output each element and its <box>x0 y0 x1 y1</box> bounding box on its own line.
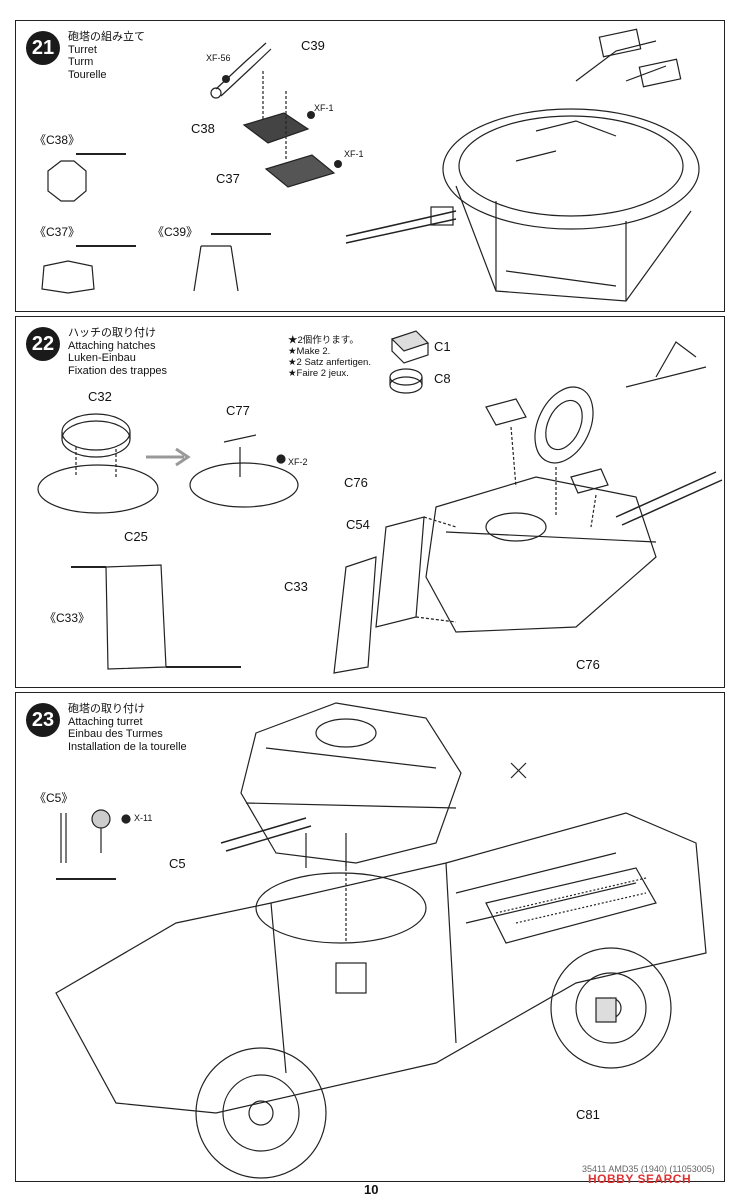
step-21-panel: 21 砲塔の組み立て Turret Turm Tourelle <box>15 20 725 312</box>
step-21-title-fr: Tourelle <box>68 68 107 81</box>
ref-c37: 《C37》 <box>34 225 81 239</box>
step-22-title-de: Luken-Einbau <box>68 352 136 364</box>
step-21-title-de: Turm <box>68 56 94 68</box>
hobby-search-watermark: HOBBY SEARCH <box>588 1172 692 1186</box>
step-21-number: 21 <box>26 31 60 65</box>
step-23-titles: 砲塔の取り付け Attaching turret Einbau des Turm… <box>68 703 187 753</box>
step-22-number: 22 <box>26 327 60 361</box>
label-c25: C25 <box>124 529 148 544</box>
step-22-panel: 22 ハッチの取り付け Attaching hatches Luken-Einb… <box>15 316 725 688</box>
label-c77: C77 <box>226 403 250 418</box>
step-23-title-en: Attaching turret <box>68 715 143 728</box>
label-c76-lower: C76 <box>576 657 600 672</box>
label-c1: C1 <box>434 339 451 354</box>
note-line-de: ★2 Satz anfertigen. <box>288 357 371 368</box>
label-xf2: XF-2 <box>288 457 308 467</box>
step-21-titles: 砲塔の組み立て Turret Turm Tourelle <box>68 31 145 81</box>
label-xf1-b: XF-1 <box>344 149 364 159</box>
label-c38: C38 <box>191 121 215 136</box>
page-number: 10 <box>364 1182 379 1197</box>
step-23-title-fr: Installation de la tourelle <box>68 740 187 753</box>
step-21-title-en: Turret <box>68 43 97 56</box>
label-xf1-a: XF-1 <box>314 103 334 113</box>
step-22-illustration <box>37 330 723 674</box>
note-line-jp: ★2個作ります。 <box>288 335 359 346</box>
label-c33: C33 <box>284 579 308 594</box>
ref-c39: 《C39》 <box>152 225 199 239</box>
note-line-en: ★Make 2. <box>288 346 331 357</box>
step-22-title-jp: ハッチの取り付け <box>68 327 156 339</box>
step-23-title-de: Einbau des Turmes <box>68 728 163 740</box>
step-22-title-en: Attaching hatches <box>68 339 156 352</box>
label-c37: C37 <box>216 171 240 186</box>
step-22-note: ★2個作ります。 ★Make 2. ★2 Satz anfertigen. ★F… <box>288 335 371 379</box>
label-c5: C5 <box>169 856 186 871</box>
label-c54: C54 <box>346 517 370 532</box>
step-23-panel: 23 砲塔の取り付け Attaching turret Einbau des T… <box>15 692 725 1182</box>
step-22-title-fr: Fixation des trappes <box>68 364 168 377</box>
note-line-fr: ★Faire 2 jeux. <box>288 368 349 379</box>
label-x11: X-11 <box>134 813 153 823</box>
ref-c33: 《C33》 <box>44 611 91 625</box>
step-21-illustration <box>41 28 700 302</box>
product-code: 35411 AMD35 (1940) (11053005) <box>582 1164 715 1174</box>
label-c32: C32 <box>88 389 112 404</box>
label-c39: C39 <box>301 38 325 53</box>
ref-c5: 《C5》 <box>34 791 74 805</box>
label-c8: C8 <box>434 371 451 386</box>
step-23-title-jp: 砲塔の取り付け <box>68 703 145 715</box>
ref-c38: 《C38》 <box>34 133 81 147</box>
label-c81: C81 <box>576 1107 600 1122</box>
step-21-title-jp: 砲塔の組み立て <box>68 31 145 43</box>
label-c76-upper: C76 <box>344 475 368 490</box>
step-23-number: 23 <box>26 703 60 737</box>
label-xf56: XF-56 <box>206 53 231 63</box>
step-23-illustration <box>55 702 707 1179</box>
step-22-titles: ハッチの取り付け Attaching hatches Luken-Einbau … <box>68 327 167 377</box>
